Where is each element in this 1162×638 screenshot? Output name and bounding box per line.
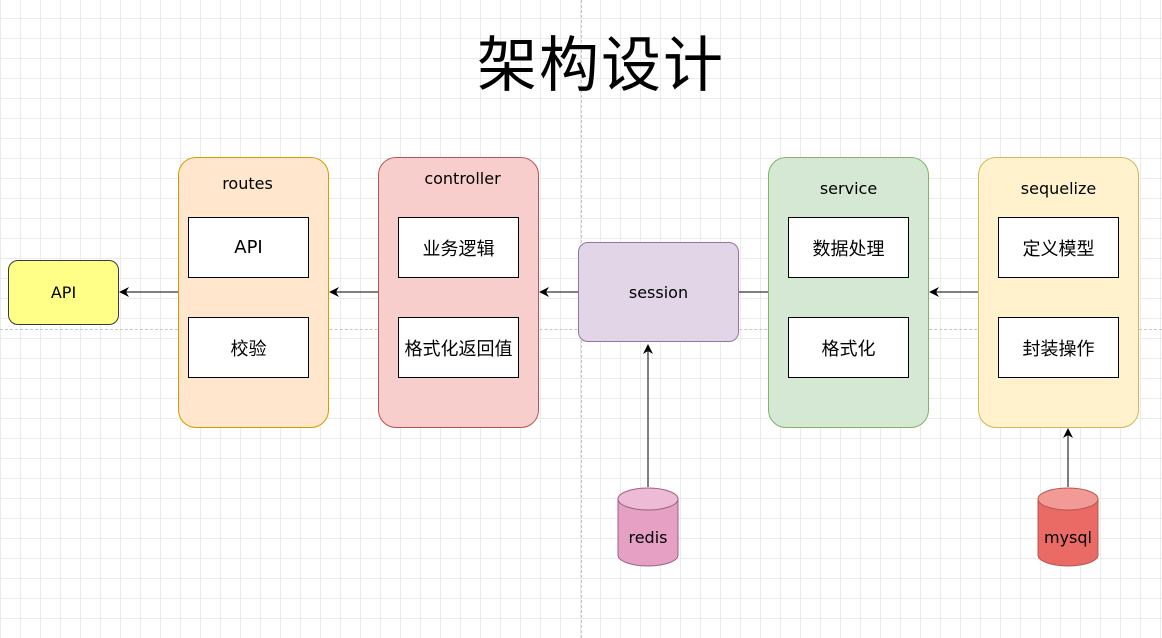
session-node-label: session — [628, 282, 689, 302]
routes-item-api[interactable]: API — [188, 217, 309, 278]
sequelize-item-define-model-label: 定义模型 — [1022, 238, 1095, 260]
controller-item-business-logic[interactable]: 业务逻辑 — [398, 217, 519, 278]
routes-item-validate-label: 校验 — [230, 338, 267, 360]
controller-group-label: controller — [424, 169, 501, 188]
sequelize-group-label: sequelize — [1020, 179, 1097, 198]
routes-group[interactable]: routes API 校验 — [178, 157, 329, 428]
sequelize-item-wrap-operations[interactable]: 封装操作 — [998, 317, 1119, 378]
diagram-title: 架构设计 — [477, 31, 725, 101]
service-item-format-label: 格式化 — [821, 338, 876, 360]
service-item-data-processing-label: 数据处理 — [812, 238, 885, 260]
routes-item-validate[interactable]: 校验 — [188, 317, 309, 378]
session-node[interactable]: session — [578, 242, 739, 342]
service-item-data-processing[interactable]: 数据处理 — [788, 217, 909, 278]
controller-item-format-return-label: 格式化返回值 — [404, 338, 513, 360]
routes-group-label: routes — [222, 174, 273, 193]
service-group[interactable]: service 数据处理 格式化 — [768, 157, 929, 428]
routes-item-api-label: API — [234, 237, 263, 258]
service-group-label: service — [819, 179, 878, 198]
redis-cylinder[interactable] — [617, 487, 679, 567]
controller-item-format-return[interactable]: 格式化返回值 — [398, 317, 519, 378]
sequelize-item-wrap-operations-label: 封装操作 — [1022, 338, 1095, 360]
mysql-label: mysql — [1044, 528, 1092, 547]
api-node[interactable]: API — [8, 260, 119, 325]
mysql-cylinder[interactable] — [1037, 487, 1099, 567]
controller-group[interactable]: controller 业务逻辑 格式化返回值 — [378, 157, 539, 428]
api-node-label: API — [50, 283, 77, 302]
sequelize-item-define-model[interactable]: 定义模型 — [998, 217, 1119, 278]
sequelize-group[interactable]: sequelize 定义模型 封装操作 — [978, 157, 1139, 428]
service-item-format[interactable]: 格式化 — [788, 317, 909, 378]
redis-label: redis — [628, 528, 668, 547]
controller-item-business-logic-label: 业务逻辑 — [422, 238, 495, 260]
